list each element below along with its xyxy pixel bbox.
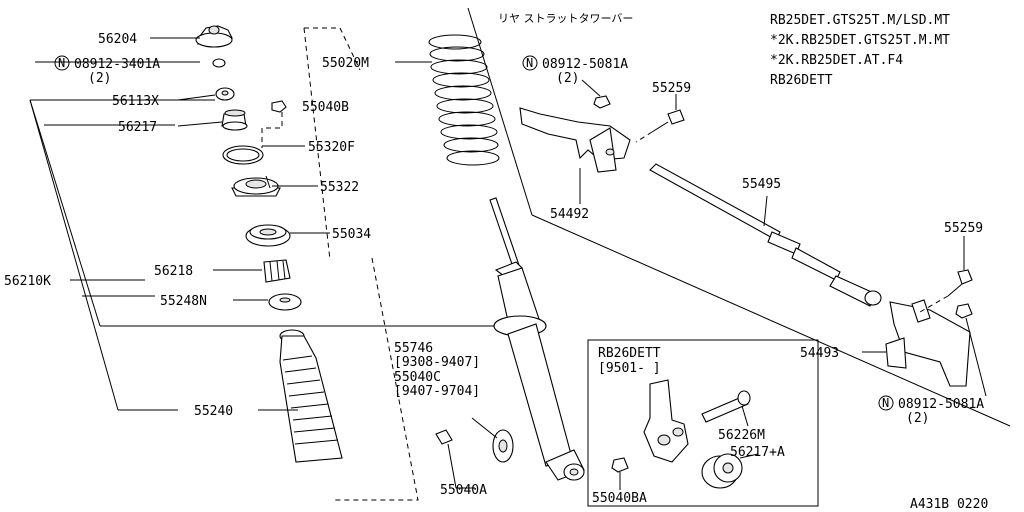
part-56226m-bolt xyxy=(701,390,751,423)
leader-55746 xyxy=(471,417,498,439)
part-55259-bolt-top xyxy=(651,109,685,133)
label-55040a: 55040A xyxy=(440,483,487,498)
label-56113x: 56113X xyxy=(112,94,159,109)
applicability-line-4: RB26DETT xyxy=(770,73,833,88)
label-54493: 54493 xyxy=(800,346,839,361)
applicability-line-1: RB25DET.GTS25T.M/LSD.MT xyxy=(770,13,950,28)
part-55248n-seat xyxy=(268,293,302,311)
leader-55495 xyxy=(763,195,768,227)
part-55259-bolt-right xyxy=(947,269,973,297)
svg-text:N: N xyxy=(58,56,65,70)
title-jp: リヤ ストラットタワーバー xyxy=(498,12,633,25)
part-08912-5081a-nut-top xyxy=(593,95,611,109)
part-08912-3401a-nut xyxy=(212,58,226,68)
part-54492-bracket xyxy=(519,107,631,173)
label-55746-range: [9308-9407] xyxy=(394,355,480,370)
label-56204: 56204 xyxy=(98,32,137,47)
part-55495-bar xyxy=(649,163,882,307)
part-56217-bushing xyxy=(221,109,248,131)
part-08912-5081a-nut-bot xyxy=(955,303,973,319)
inset-title: RB26DETT xyxy=(598,346,661,361)
label-56210k: 56210K xyxy=(4,274,51,289)
nut-symbol-left: N xyxy=(54,55,70,71)
leader-56113x xyxy=(177,94,216,101)
panel-divider-diagonal xyxy=(467,7,533,216)
group-bracket-inner xyxy=(29,99,101,327)
part-54493-bracket xyxy=(885,299,971,387)
part-56217a-bushing xyxy=(701,453,743,489)
nut-symbol-bottom: N xyxy=(878,395,894,411)
label-55259-top: 55259 xyxy=(652,81,691,96)
leader-56217 xyxy=(177,121,223,127)
part-56113x-washer xyxy=(215,87,235,101)
leader-56226m xyxy=(741,405,749,427)
part-55240-dust-boot xyxy=(279,329,343,463)
label-08912-5081a-bot: 08912-5081A xyxy=(898,397,984,412)
label-55040b: 55040B xyxy=(302,100,349,115)
label-56218: 56218 xyxy=(154,264,193,279)
leader-56217a xyxy=(739,453,759,459)
part-55020m-coil-spring xyxy=(428,34,500,166)
label-08912-5081a-top-qty: (2) xyxy=(556,71,579,86)
part-55322-seat xyxy=(231,175,281,197)
label-56217a: 56217+A xyxy=(730,445,785,460)
inset-box xyxy=(587,339,819,507)
inset-range: [9501- ] xyxy=(598,361,661,376)
label-55248n: 55248N xyxy=(160,294,207,309)
label-08912-5081a-bot-qty: (2) xyxy=(906,411,929,426)
part-56204-mount-cap xyxy=(195,25,233,48)
svg-text:N: N xyxy=(526,56,533,70)
label-08912-3401a-qty: (2) xyxy=(88,71,111,86)
label-55034: 55034 xyxy=(332,227,371,242)
label-55040c-range: [9407-9704] xyxy=(394,384,480,399)
label-56217: 56217 xyxy=(118,120,157,135)
leader-55040a xyxy=(447,443,457,489)
part-56218-bound-bumper xyxy=(263,259,291,283)
leader-bolt-top xyxy=(635,131,653,143)
part-55746-washer xyxy=(492,429,514,463)
label-55259-right: 55259 xyxy=(944,221,983,236)
label-55240: 55240 xyxy=(194,404,233,419)
label-56226m: 56226M xyxy=(718,428,765,443)
label-55322: 55322 xyxy=(320,180,359,195)
part-inset-knuckle xyxy=(643,379,689,463)
part-55040b-nut xyxy=(271,100,287,113)
label-55020m: 55020M xyxy=(322,56,369,71)
nut-symbol-top: N xyxy=(522,55,538,71)
spring-group-outline xyxy=(303,27,419,501)
leader-55040b xyxy=(261,112,283,148)
part-55040a-bolt xyxy=(435,429,453,445)
label-55495: 55495 xyxy=(742,177,781,192)
label-55320f: 55320F xyxy=(308,140,355,155)
applicability-line-2: *2K.RB25DET.GTS25T.M.MT xyxy=(770,33,950,48)
label-55040ba: 55040BA xyxy=(592,491,647,506)
label-55746: 55746 xyxy=(394,341,433,356)
part-55040ba-nut xyxy=(611,457,629,473)
part-55320f-ring xyxy=(222,145,264,165)
leader-nut-bot xyxy=(965,317,987,397)
label-55040c: 55040C xyxy=(394,370,441,385)
leader-nut-top xyxy=(581,79,601,97)
label-54492: 54492 xyxy=(550,207,589,222)
svg-text:N: N xyxy=(882,396,889,410)
label-08912-5081a-top: 08912-5081A xyxy=(542,57,628,72)
panel-divider-lower xyxy=(531,214,1011,427)
label-08912-3401a: 08912-3401A xyxy=(74,57,160,72)
part-shock-absorber xyxy=(489,197,585,481)
applicability-line-3: *2K.RB25DET.AT.F4 xyxy=(770,53,903,68)
group-bracket-outer xyxy=(29,99,119,411)
part-55034-insulator xyxy=(245,224,291,247)
figure-code: A431B 0220 xyxy=(910,497,988,512)
